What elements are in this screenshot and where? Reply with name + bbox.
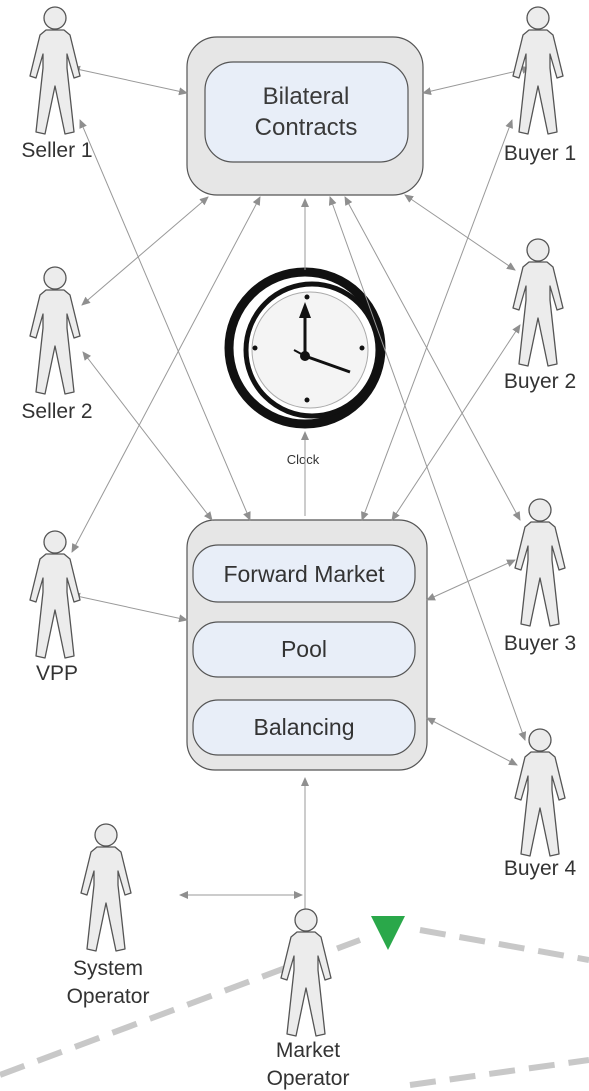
buyer2-person-icon <box>512 238 564 367</box>
buyer1-person-icon <box>512 6 564 135</box>
seller1-label: Seller 1 <box>21 139 92 162</box>
buyer4-person-icon <box>514 728 566 857</box>
buyer4-label: Buyer 4 <box>504 857 577 880</box>
seller1-person-icon <box>29 6 81 135</box>
buyer3-label: Buyer 3 <box>504 632 576 655</box>
market-box: Forward Market Pool Balancing <box>186 519 428 771</box>
clock-icon <box>224 267 386 429</box>
seller2-label: Seller 2 <box>21 400 92 423</box>
buyer3-person-icon <box>514 498 566 627</box>
connector-lines <box>71 65 531 921</box>
balancing-label: Balancing <box>253 714 354 740</box>
pool-label: Pool <box>281 636 327 662</box>
market-operator-person-icon <box>280 908 332 1037</box>
market-operator-label-line1: Market <box>276 1039 340 1062</box>
bilateral-label-line1: Bilateral <box>263 83 350 110</box>
bilateral-contracts-box: Bilateral Contracts <box>186 36 424 196</box>
green-marker-icon <box>371 916 405 950</box>
market-operator-label-line2: Operator <box>267 1067 350 1090</box>
bilateral-label-line2: Contracts <box>255 114 358 141</box>
clock-label: Clock <box>287 452 320 467</box>
vpp-label: VPP <box>36 662 78 685</box>
forward-market-label: Forward Market <box>223 561 385 587</box>
seller2-person-icon <box>29 266 81 395</box>
system-operator-label-line1: System <box>73 957 143 980</box>
system-operator-person-icon <box>80 823 132 952</box>
buyer1-label: Buyer 1 <box>504 142 576 165</box>
system-operator-label-line2: Operator <box>67 985 150 1008</box>
buyer2-label: Buyer 2 <box>504 370 576 393</box>
